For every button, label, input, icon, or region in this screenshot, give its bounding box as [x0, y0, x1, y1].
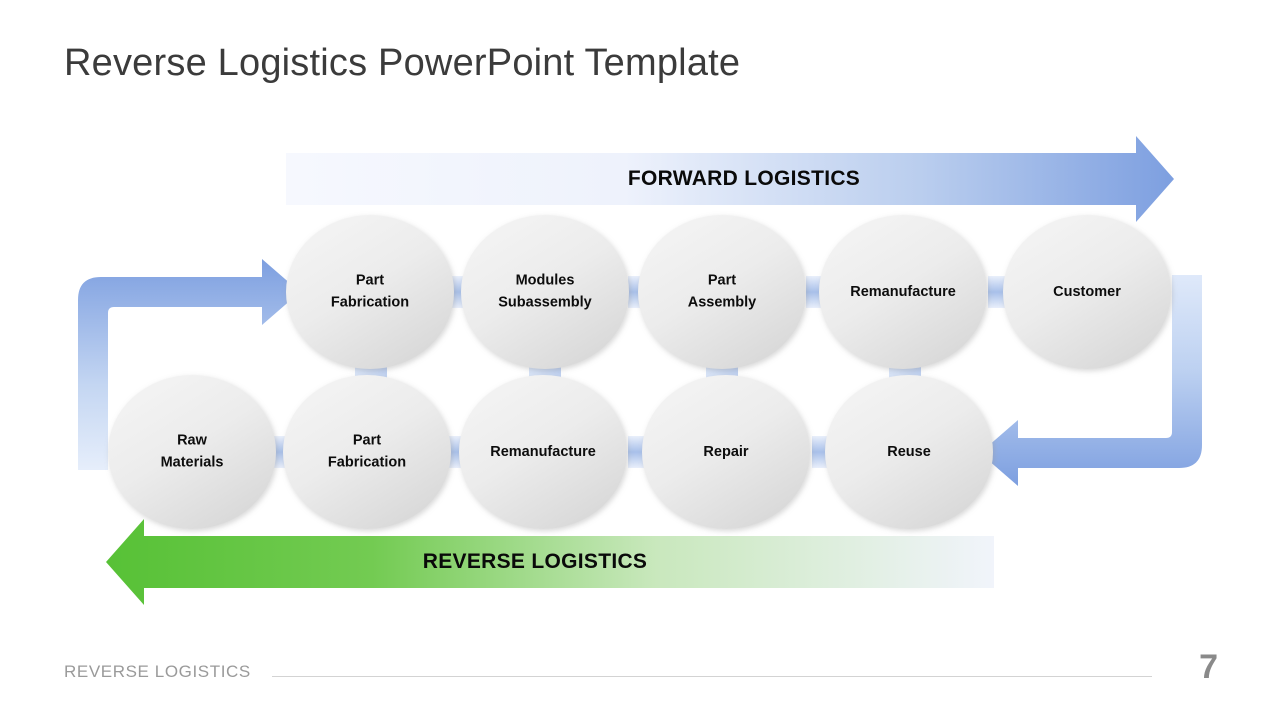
node-part-fabrication-top	[286, 215, 454, 369]
node-part-fabrication-bottom	[283, 375, 451, 529]
page-title: Reverse Logistics PowerPoint Template	[64, 42, 741, 84]
forward-row-nodes	[286, 215, 1171, 369]
forward-logistics-band	[286, 136, 1174, 222]
node-part-assembly	[638, 215, 806, 369]
forward-logistics-label: FORWARD LOGISTICS	[627, 167, 861, 190]
return-loop-right-arrow	[980, 275, 1202, 486]
node-customer	[1003, 215, 1171, 369]
node-remanufacture-top	[819, 215, 987, 369]
reverse-row-nodes	[108, 375, 993, 529]
node-modules-subassembly	[461, 215, 629, 369]
node-remanufacture-bottom	[459, 375, 627, 529]
page-number: 7	[1199, 648, 1218, 686]
node-reuse	[825, 375, 993, 529]
return-loop-left-arrow	[78, 259, 300, 470]
node-repair	[642, 375, 810, 529]
reverse-logistics-band	[106, 519, 994, 605]
reverse-logistics-label: REVERSE LOGISTICS	[422, 550, 648, 573]
footer-label: REVERSE LOGISTICS	[64, 662, 251, 681]
node-raw-materials	[108, 375, 276, 529]
footer-divider	[272, 676, 1152, 677]
